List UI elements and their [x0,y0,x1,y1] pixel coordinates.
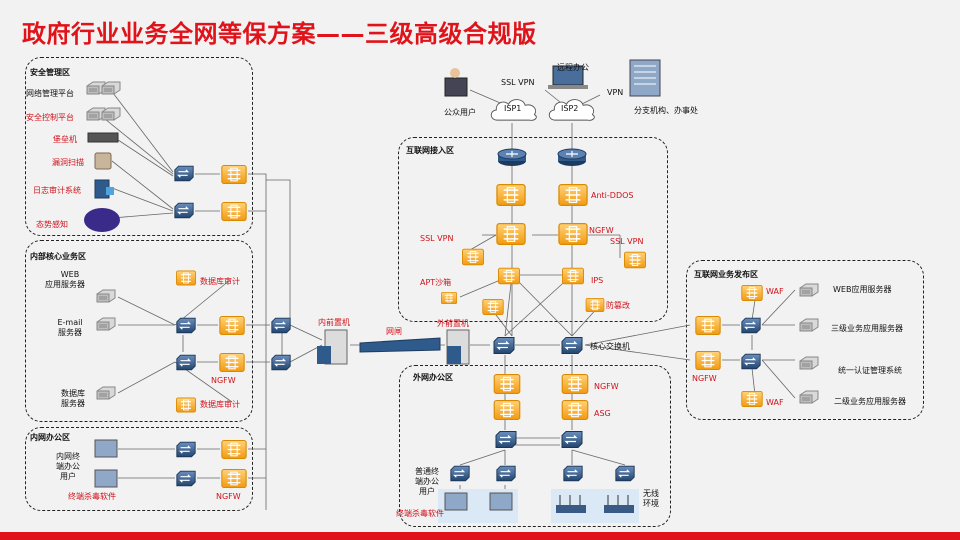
label-ips: IPS [591,276,604,285]
core-devices [96,270,291,413]
zone-internet-access [398,137,668,322]
page-title: 政府行业业务全网等保方案——三级高级合规版 [22,20,537,48]
label-db-audit-1: 数据库审计 [200,277,240,286]
label-outer-gap: 外前置机 [437,319,469,328]
middle-devices [317,329,470,365]
security-devices [84,81,247,232]
zone-core-label: 内部核心业务区 [30,252,86,261]
label-publish-ngfw: NGFW [692,374,717,383]
zone-ext-office [399,365,671,527]
label-waf-1: WAF [766,287,784,296]
label-inner-gap: 内前置机 [318,318,350,327]
label-vpn: VPN [607,88,624,97]
label-core-ngfw: NGFW [211,376,236,385]
label-sec-control: 安全控制平台 [26,113,74,122]
label-office-user-2: 端办公 [56,462,80,471]
label-situation: 态势感知 [36,220,68,229]
label-ssl-vpn-left: SSL VPN [420,234,454,243]
label-email-1: E-mail [57,318,83,327]
label-ssl-vpn-right: SSL VPN [610,237,644,246]
ext-office-devices [438,374,639,523]
label-biz2-server: 二级业务应用服务器 [834,397,906,406]
zone-ext-office-label: 外网办公区 [413,373,453,382]
label-email-2: 服务器 [58,328,82,337]
publish-devices [695,283,819,407]
label-asg: ASG [594,409,611,418]
internet-devices [440,59,661,355]
label-bastion: 堡垒机 [53,135,77,144]
label-remote-office: 远程办公 [557,63,589,72]
label-db-1: 数据库 [61,389,85,398]
label-tamper: 防篡改 [606,301,630,310]
label-office-ngfw: NGFW [216,492,241,501]
label-web-app-server: WEB应用服务器 [833,285,892,294]
label-branch: 分支机构、办事处 [634,106,698,115]
label-db-audit-2: 数据库审计 [200,400,240,409]
label-wireless-1: 无线 [643,489,659,498]
zone-security-label: 安全管理区 [30,68,70,77]
label-log-audit: 日志审计系统 [33,186,81,195]
footer-accent-bar [0,532,960,540]
label-ext-user-1: 普通终 [415,467,439,476]
label-vuln-scan: 漏洞扫描 [52,158,84,167]
zone-core [25,240,253,422]
zone-publish-label: 互联网业务发布区 [694,270,758,279]
label-web-server-2: 应用服务器 [45,280,85,289]
label-office-user-3: 用户 [60,472,76,481]
label-ext-antivirus: 终端杀毒软件 [396,509,444,518]
zone-security [25,57,253,236]
office-devices [94,439,247,488]
label-nms: 网络管理平台 [26,89,74,98]
label-anti-ddos: Anti-DDOS [591,191,634,200]
label-waf-2: WAF [766,398,784,407]
label-ssl-vpn-top: SSL VPN [501,78,535,87]
label-auth-system: 统一认证管理系统 [838,366,902,375]
label-office-antivirus: 终端杀毒软件 [68,492,116,501]
label-web-server-1: WEB [60,270,80,279]
label-public-user: 公众用户 [444,108,476,117]
label-biz3-server: 三级业务应用服务器 [831,324,903,333]
label-gatekeeper: 网闸 [386,327,402,336]
label-internet-ngfw: NGFW [589,226,614,235]
label-office-user-1: 内网终 [56,452,80,461]
label-ext-ngfw: NGFW [594,382,619,391]
label-isp1: ISP1 [504,104,522,113]
label-ext-user-2: 端办公 [415,477,439,486]
zone-office-label: 内网办公区 [30,433,70,442]
zone-office [25,427,253,511]
label-core-switch: 核心交换机 [590,342,630,351]
label-apt: APT沙箱 [420,278,452,287]
label-isp2: ISP2 [561,104,579,113]
zone-publish [686,260,924,420]
label-db-2: 服务器 [61,399,85,408]
label-wireless-2: 环境 [643,499,659,508]
zone-internet-access-label: 互联网接入区 [406,146,454,155]
label-ext-user-3: 用户 [419,487,435,496]
